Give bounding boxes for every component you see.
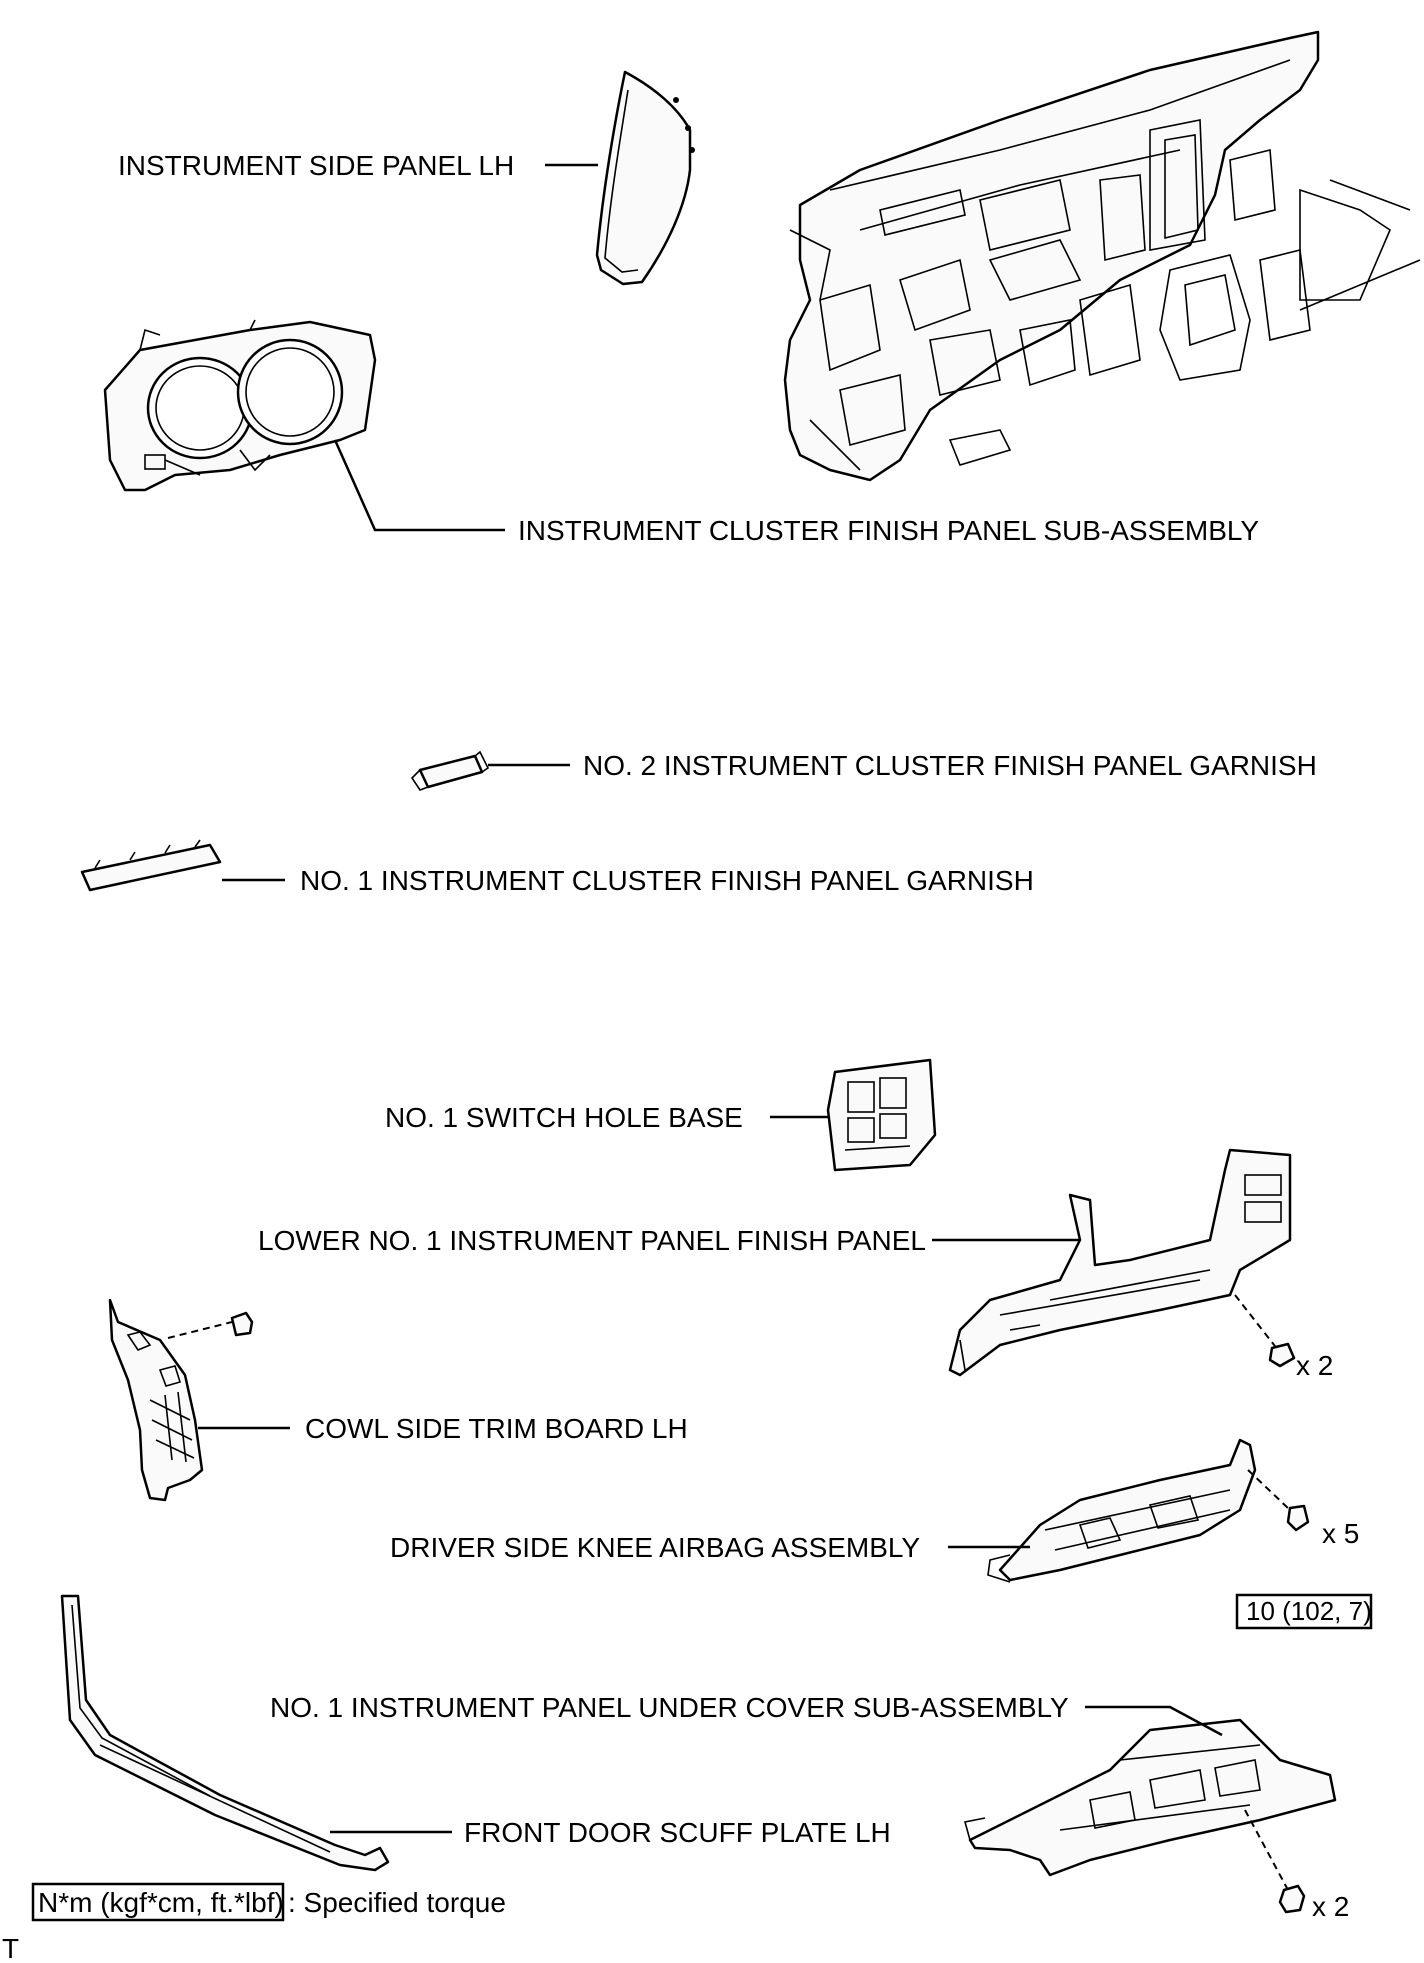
legend-torque-box [31,1882,285,1922]
label-no1-under-cover: NO. 1 INSTRUMENT PANEL UNDER COVER SUB-A… [270,1692,1069,1723]
bolt-dashline-lower-panel [1234,1294,1279,1351]
clip-dashline-under-cover [1244,1809,1289,1891]
leader-cluster-panel [333,439,505,532]
label-instrument-cluster-finish-panel: INSTRUMENT CLUSTER FINISH PANEL SUB-ASSE… [518,515,1259,546]
clip-icon [230,1311,254,1337]
clip-dashline-cowl [167,1321,233,1339]
instrument-cluster-finish-panel-illustration [103,319,377,492]
corner-mark: T [2,1933,19,1963]
label-driver-side-knee-airbag: DRIVER SIDE KNEE AIRBAG ASSEMBLY [390,1532,920,1563]
qty-lower-panel-bolts: x 2 [1296,1350,1333,1381]
no1-garnish-illustration [80,839,222,892]
torque-value-airbag-bolts: 10 (102, 7) [1246,1596,1372,1626]
qty-airbag-bolts: x 5 [1322,1518,1359,1549]
legend-torque-unit: N*m (kgf*cm, ft.*lbf) [38,1887,284,1918]
qty-under-cover-clips: x 2 [1312,1891,1349,1922]
label-instrument-side-panel-lh: INSTRUMENT SIDE PANEL LH [118,150,514,181]
bolt-icon [1268,1342,1296,1368]
no2-garnish-illustration [410,750,490,791]
label-cowl-side-trim-board-lh: COWL SIDE TRIM BOARD LH [305,1413,688,1444]
label-front-door-scuff-plate-lh: FRONT DOOR SCUFF PLATE LH [464,1817,891,1848]
instrument-panel-illustration [783,30,1421,482]
bolt-dashline-airbag [1247,1469,1291,1511]
label-no2-garnish: NO. 2 INSTRUMENT CLUSTER FINISH PANEL GA… [583,750,1317,781]
label-no1-garnish: NO. 1 INSTRUMENT CLUSTER FINISH PANEL GA… [300,865,1034,896]
clip-icon [1278,1884,1306,1914]
no1-under-cover-illustration [963,1718,1337,1877]
leader-under-cover [1085,1705,1223,1737]
bolt-icon [1286,1504,1310,1532]
cowl-side-trim-board-lh-illustration [108,1298,204,1502]
label-lower-no1-finish-panel: LOWER NO. 1 INSTRUMENT PANEL FINISH PANE… [258,1225,926,1256]
front-door-scuff-plate-lh-illustration [60,1594,390,1872]
instrument-side-panel-lh-illustration [595,70,695,286]
legend-description: : Specified torque [288,1887,506,1918]
no1-switch-hole-base-illustration [826,1058,937,1172]
label-no1-switch-hole-base: NO. 1 SWITCH HOLE BASE [385,1102,743,1133]
driver-side-knee-airbag-illustration [987,1438,1257,1583]
lower-no1-finish-panel-illustration [948,1148,1292,1377]
torque-box [1235,1593,1373,1630]
